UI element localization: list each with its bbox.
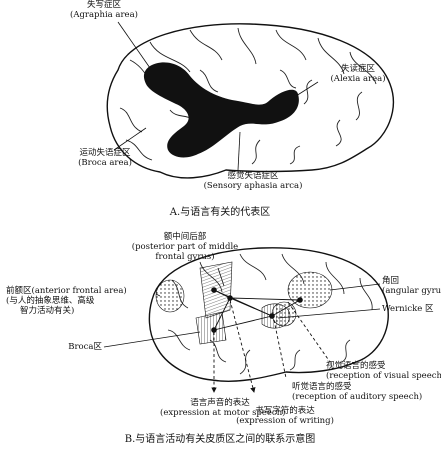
middle-frontal-label: 额中间后部 (posterior part of middle frontal … — [110, 232, 260, 262]
broca-label-a-cn: 运动失语症区 — [79, 148, 131, 158]
motor-speech-label-en: (expression at motor speech) — [160, 408, 286, 418]
language-area-dark — [143, 62, 299, 158]
broca-label-a-en: (Broca area) — [78, 158, 132, 168]
visual-speech-label-en: (reception of visual speech) — [326, 371, 441, 381]
angular-label: 角回 (angular gyrus) — [382, 276, 441, 296]
brain-b — [148, 247, 389, 393]
writing-label-en: (expression of writing) — [236, 416, 334, 426]
broca-label-a: 运动失语症区 (Broca area) — [50, 148, 160, 168]
sensory-label-en: (Sensory aphasia arca) — [203, 181, 303, 191]
writing-label-cn: 书写字符的表达 — [255, 406, 315, 416]
agraphia-label: 失写症区 (Agraphia area) — [58, 0, 150, 20]
anterior-frontal-label: 前额区(anterior frontal area) (与人的抽象思维、高级 智… — [6, 286, 156, 316]
angular-label-en: (angular gyrus) — [382, 286, 441, 296]
anterior-frontal-note2: 智力活动有关) — [20, 306, 75, 316]
sensory-label: 感觉失语症区 (Sensory aphasia arca) — [188, 171, 318, 191]
alexia-label-en: (Alexia area) — [330, 74, 386, 84]
wernicke-area-b — [261, 303, 291, 329]
caption-b: B.与语言活动有关皮质区之间的联系示意图 — [124, 434, 316, 445]
broca-label-b: Broca区 — [68, 342, 102, 352]
auditory-speech-label: 听觉语言的感受 (reception of auditory speech) — [292, 382, 440, 402]
wernicke-label: Wernicke 区 — [382, 304, 434, 314]
motor-speech-label: 语言声音的表达 (expression at motor speech) — [160, 398, 286, 418]
middle-frontal-label-en2: frontal gyrus) — [155, 252, 215, 262]
visual-speech-label-cn: 视觉语言的感受 — [326, 361, 386, 371]
auditory-speech-label-cn: 听觉语言的感受 — [292, 382, 352, 392]
anterior-frontal-note1: (与人的抽象思维、高级 — [6, 296, 95, 306]
alexia-label: 失读症区 (Alexia area) — [312, 64, 404, 84]
angular-label-cn: 角回 — [382, 276, 400, 286]
anterior-frontal-label-cn: 前额区(anterior frontal area) — [6, 286, 127, 296]
middle-frontal-label-cn: 额中间后部 — [163, 232, 207, 242]
caption-a: A.与语言有关的代表区 — [169, 207, 271, 218]
anterior-frontal-area — [155, 279, 185, 313]
agraphia-label-cn: 失写症区 — [86, 0, 121, 10]
alexia-label-cn: 失读症区 — [340, 64, 375, 74]
sensory-label-cn: 感觉失语症区 — [227, 171, 279, 181]
brain-a — [106, 23, 395, 179]
writing-label: 书写字符的表达 (expression of writing) — [228, 406, 342, 426]
auditory-speech-label-en: (reception of auditory speech) — [292, 392, 423, 402]
motor-speech-label-cn: 语言声音的表达 — [190, 398, 250, 408]
agraphia-label-en: (Agraphia area) — [70, 10, 138, 20]
middle-frontal-label-en1: (posterior part of middle — [131, 242, 239, 252]
visual-speech-label: 视觉语言的感受 (reception of visual speech) — [326, 361, 441, 381]
